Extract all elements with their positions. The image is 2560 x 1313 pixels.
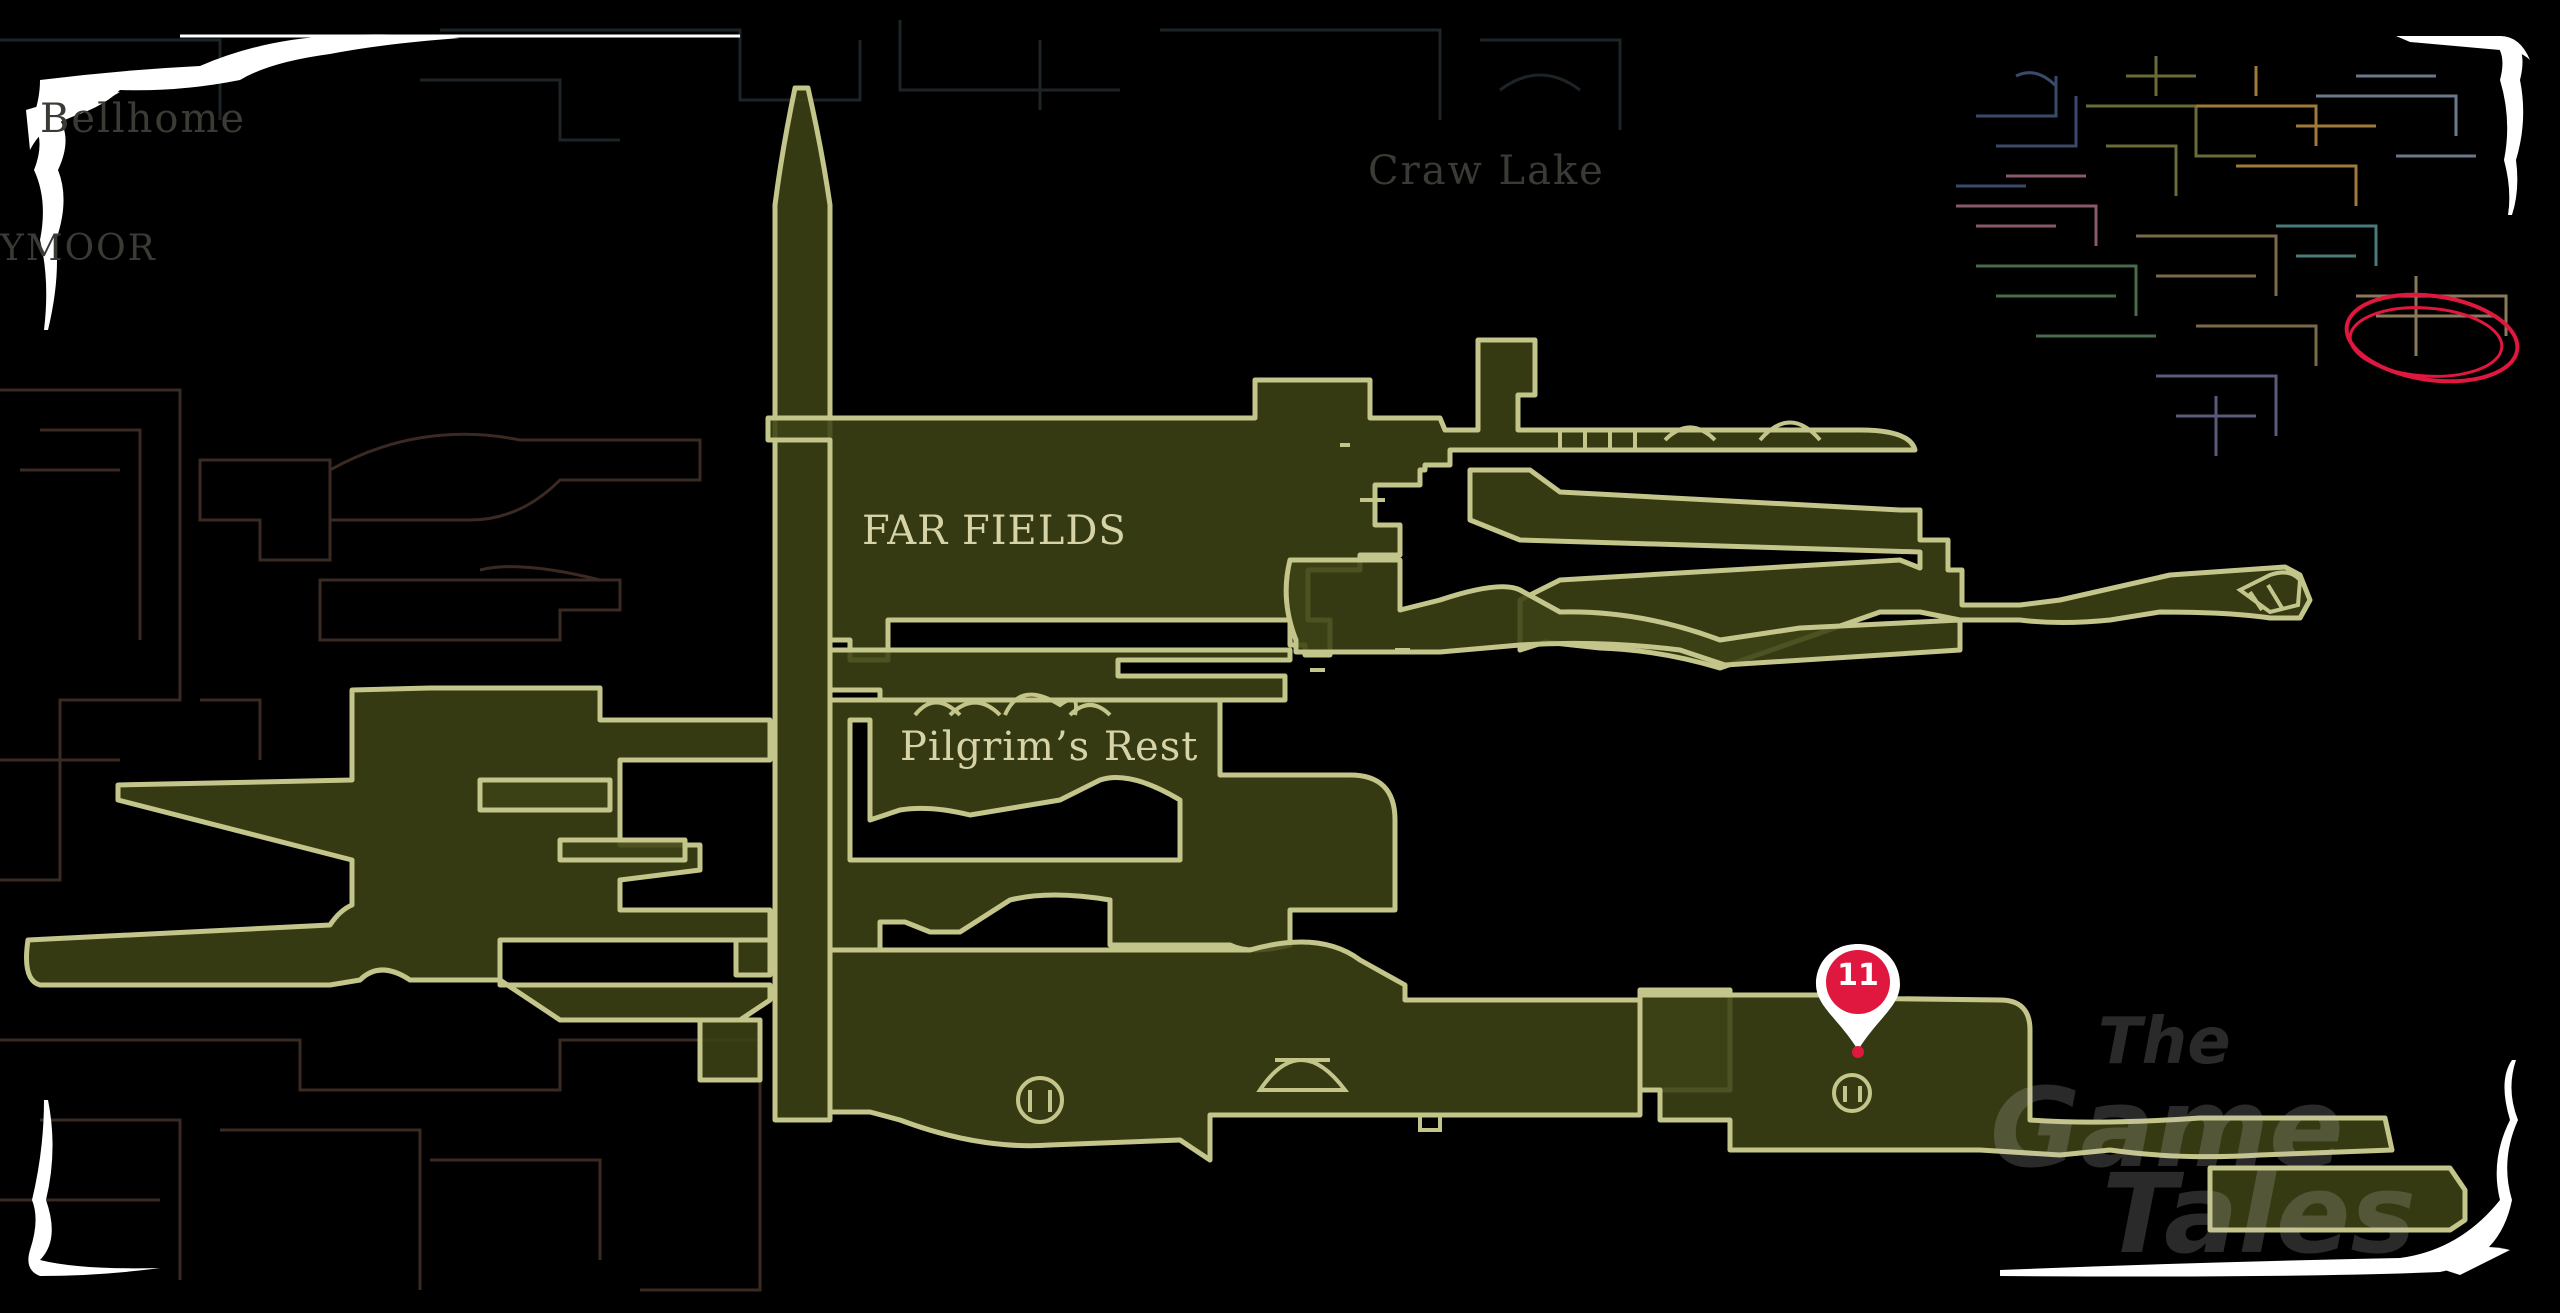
watermark-logo: The Game Tales — [1990, 1005, 2460, 1278]
watermark-line-1: The — [2098, 1005, 2231, 1079]
watermark-line-2: Game — [1990, 1064, 2344, 1192]
watermark-line-3: Tales — [2102, 1150, 2416, 1278]
minimap-overview — [1956, 56, 2520, 456]
region-label-home: Bellhome — [40, 96, 247, 142]
region-label-moor: YMOOR — [0, 228, 157, 269]
far-fields-region — [24, 85, 2468, 1233]
frame-ornament — [26, 34, 2530, 1277]
region-label-far-fields: FAR FIELDS — [862, 508, 1127, 554]
region-label-pilgrims-rest: Pilgrim’s Rest — [900, 724, 1199, 770]
location-marker[interactable]: 11 — [1812, 940, 1904, 1060]
neighbor-regions — [0, 20, 1622, 1292]
region-label-craw-lake: Craw Lake — [1368, 148, 1605, 194]
map-pin-icon — [1816, 944, 1900, 1058]
marker-number: 11 — [1837, 958, 1879, 993]
